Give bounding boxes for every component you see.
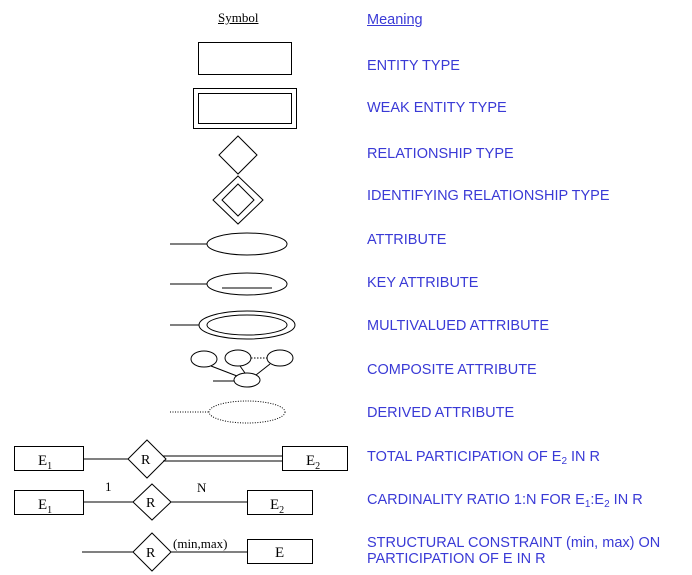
meaning-line: PARTICIPATION OF E IN R [367,551,546,567]
entity-e1-label: E1 [38,453,52,472]
cardinality-ratio-symbol [14,483,313,521]
entity-e2-label: E2 [270,497,284,516]
multivalued-attribute-symbol [170,310,296,340]
derived-attribute-symbol [170,400,286,424]
meaning-subscript: 1 [584,499,591,510]
meaning-part: :E [590,492,605,508]
meaning-part: IN R [609,492,643,508]
symbol-header: Symbol [218,10,259,25]
composite-attribute-symbol [190,349,294,388]
total-participation-symbol [14,439,348,479]
meaning-subscript: 2 [561,456,567,467]
meaning-attribute: ATTRIBUTE [367,232,447,248]
meaning-key-attribute: KEY ATTRIBUTE [367,275,479,291]
meaning-total-participation: TOTAL PARTICIPATION OF E2 IN R [367,449,601,467]
meaning-cardinality-ratio: CARDINALITY RATIO 1:N FOR E1:E2 IN R [367,492,643,510]
cardinality-one-label: 1 [105,479,112,494]
relationship-r-label: R [146,546,156,561]
attribute-symbol [170,232,288,256]
identifying-relationship-type-symbol [212,175,264,225]
meaning-line: STRUCTURAL CONSTRAINT (min, max) ON [367,535,661,551]
weak-entity-type-symbol [193,88,297,129]
meaning-identifying-relationship-type: IDENTIFYING RELATIONSHIP TYPE [367,188,610,204]
meaning-header: Meaning [367,12,423,28]
meaning-multivalued-attribute: MULTIVALUED ATTRIBUTE [367,318,550,334]
meaning-part: IN R [567,449,601,465]
meaning-derived-attribute: DERIVED ATTRIBUTE [367,405,515,421]
meaning-subscript: 2 [604,499,610,510]
relationship-type-symbol [218,135,258,175]
meaning-entity-type: ENTITY TYPE [367,58,460,74]
relationship-r-label: R [141,453,151,468]
key-attribute-symbol [170,272,288,296]
relationship-r-label: R [146,496,156,511]
meaning-composite-attribute: COMPOSITE ATTRIBUTE [367,362,537,378]
entity-e2-label: E2 [306,453,320,472]
meaning-weak-entity-type: WEAK ENTITY TYPE [367,100,507,116]
structural-constraint-symbol [82,532,313,572]
meaning-part: TOTAL PARTICIPATION OF E [367,449,562,465]
min-max-label: (min,max) [173,536,228,551]
entity-type-symbol [198,42,292,75]
meaning-relationship-type: RELATIONSHIP TYPE [367,146,514,162]
entity-e1-label: E1 [38,497,52,516]
cardinality-n-label: N [197,480,207,495]
meaning-part: CARDINALITY RATIO 1:N FOR E [367,492,585,508]
entity-e-label: E [275,545,284,561]
